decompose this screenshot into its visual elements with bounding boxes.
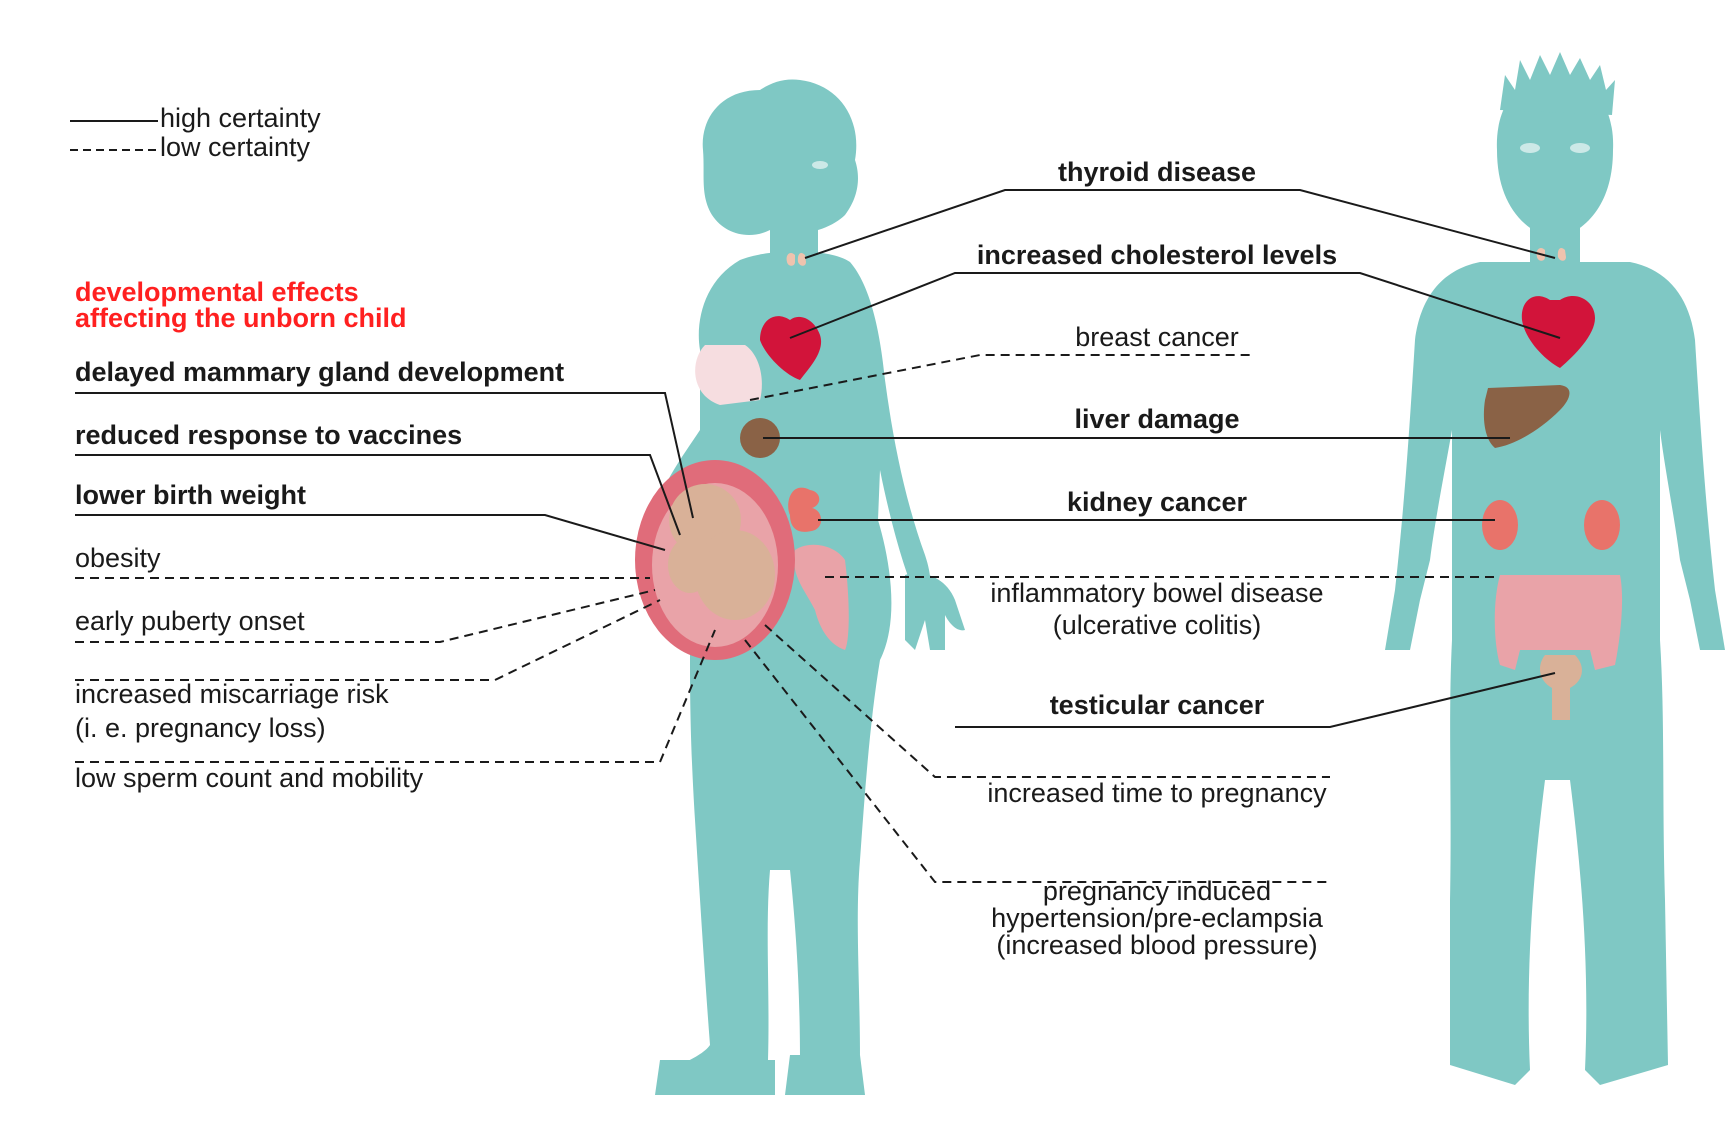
label-thyroid: thyroid disease xyxy=(1058,157,1256,188)
man-hair xyxy=(1500,52,1615,115)
label-birth-weight: lower birth weight xyxy=(75,480,306,511)
label-miscarriage-line1: increased miscarriage risk xyxy=(75,679,389,710)
woman-hand xyxy=(905,573,965,650)
label-testicular: testicular cancer xyxy=(1050,690,1265,721)
label-hypertension-line1: pregnancy induced xyxy=(1043,878,1271,905)
label-vaccines: reduced response to vaccines xyxy=(75,420,462,451)
man-left-eye xyxy=(1520,143,1540,153)
legend-high-certainty: high certainty xyxy=(160,103,321,134)
label-obesity: obesity xyxy=(75,543,161,574)
label-ibd-line2: (ulcerative colitis) xyxy=(1053,610,1262,641)
label-liver: liver damage xyxy=(1074,404,1239,435)
label-cholesterol: increased cholesterol levels xyxy=(977,240,1337,271)
label-sperm: low sperm count and mobility xyxy=(75,763,423,794)
woman-feet xyxy=(655,1055,865,1095)
woman-eye xyxy=(812,161,828,169)
man-left-kidney-organ xyxy=(1482,500,1518,550)
legend-low-certainty: low certainty xyxy=(160,132,310,163)
man-right-kidney-organ xyxy=(1584,500,1620,550)
label-mammary: delayed mammary gland development xyxy=(75,357,564,388)
developmental-heading-line2: affecting the unborn child xyxy=(75,305,407,332)
label-breast-cancer: breast cancer xyxy=(1075,322,1239,353)
label-time-to-pregnancy: increased time to pregnancy xyxy=(987,778,1326,809)
label-puberty: early puberty onset xyxy=(75,606,305,637)
man-silhouette xyxy=(1385,52,1725,1085)
label-ibd-line1: inflammatory bowel disease xyxy=(990,578,1323,609)
label-hypertension-line2: hypertension/pre-eclampsia xyxy=(991,905,1323,932)
developmental-heading-line1: developmental effects xyxy=(75,279,359,306)
woman-torso xyxy=(648,251,930,1080)
man-right-eye xyxy=(1570,143,1590,153)
label-kidney: kidney cancer xyxy=(1067,487,1247,518)
breast-organ xyxy=(695,345,762,405)
label-hypertension-line3: (increased blood pressure) xyxy=(996,932,1317,959)
birth-weight-connector xyxy=(75,515,665,550)
label-miscarriage-line2: (i. e. pregnancy loss) xyxy=(75,713,326,744)
man-neck xyxy=(1530,225,1580,265)
